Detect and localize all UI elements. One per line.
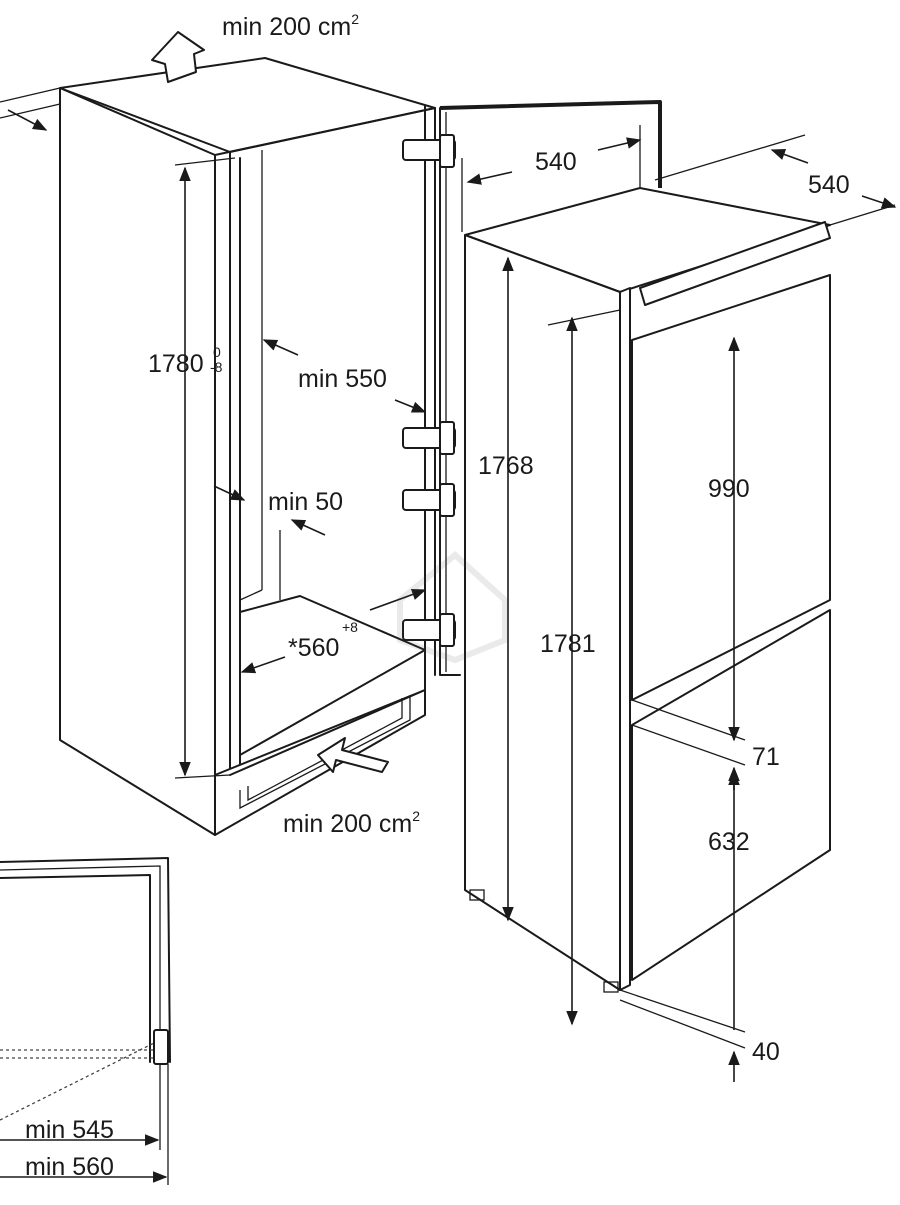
dimension-labels: min 200 cm2 1780 0 -8 min 550 min 50 *56…: [25, 11, 850, 1181]
label-plan-min-560: min 560: [25, 1153, 114, 1181]
niche-floor: [239, 595, 426, 756]
label-plan-min-545: min 545: [25, 1116, 114, 1144]
hinge-icon: [402, 134, 456, 168]
hinge-icon: [402, 421, 456, 455]
label-air-bottom: min 200 cm2: [283, 808, 420, 838]
niche-left-wall: [59, 87, 216, 836]
appliance-side: [464, 234, 621, 991]
label-door-upper: 990: [708, 475, 750, 503]
label-niche-width: *560: [288, 634, 339, 662]
label-door-lower: 632: [708, 828, 750, 856]
door-lower: [631, 609, 831, 981]
watermark-logo: [397, 551, 508, 664]
hinge-icon: [402, 483, 456, 517]
plan-view: [0, 857, 171, 1185]
label-side-gap: min 50: [268, 488, 343, 516]
fridge-appliance: [464, 187, 831, 993]
hinge-icon: [402, 613, 456, 647]
label-niche-height-tol-bottom: -8: [210, 359, 223, 375]
airflow-arrow-icon: [151, 31, 205, 83]
dimension-lines: [7, 109, 897, 1082]
label-door-gap: 71: [752, 743, 780, 771]
label-air-top: min 200 cm2: [222, 11, 359, 41]
niche-plinth: [214, 689, 426, 836]
label-niche-width-tol: +8: [342, 619, 358, 635]
label-foot-height: 40: [752, 1038, 780, 1066]
label-appliance-depth: 540: [535, 148, 577, 176]
label-appliance-height-total: 1781: [540, 630, 596, 658]
label-appliance-width: 540: [808, 171, 850, 199]
airflow-arrow-icon: [317, 737, 389, 773]
hinge-side-edge: [439, 100, 662, 188]
label-niche-height: 1780: [148, 350, 204, 378]
label-appliance-height-body: 1768: [478, 452, 534, 480]
label-niche-height-tol-top: 0: [213, 344, 221, 360]
label-niche-depth: min 550: [298, 365, 387, 393]
